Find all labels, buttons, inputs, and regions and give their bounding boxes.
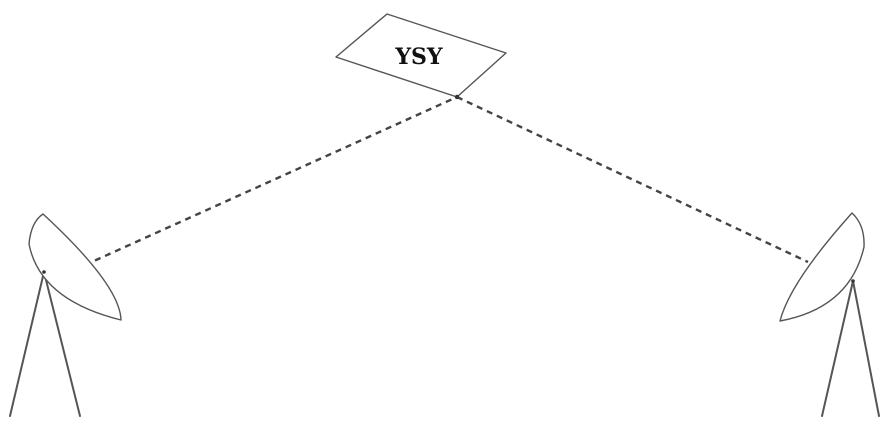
feed-point-right	[851, 279, 855, 283]
uplink-beam-left	[84, 95, 458, 267]
satellite: YSY	[335, 13, 507, 100]
satellite-label: YSY	[394, 44, 443, 70]
ground-antenna-right	[779, 212, 880, 417]
feed-point-left	[42, 270, 46, 274]
antenna-mast-left	[9, 271, 81, 417]
dish-left	[28, 213, 122, 321]
antenna-mast-right	[821, 280, 880, 417]
downlink-beam-right	[456, 95, 809, 264]
satellite-beam-point	[454, 94, 460, 100]
ground-antenna-left	[9, 213, 122, 417]
dish-right	[779, 212, 865, 322]
